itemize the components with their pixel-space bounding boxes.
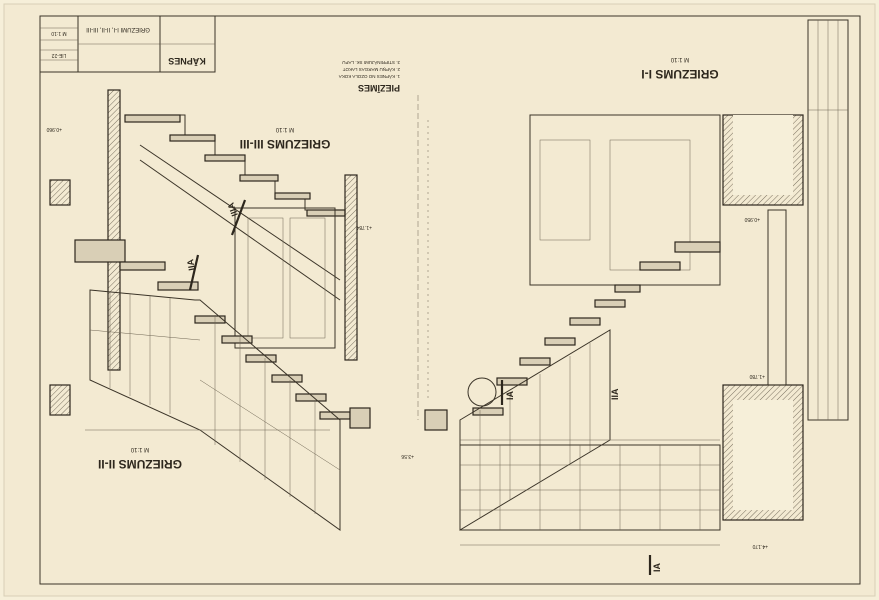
- detail-callout: [467, 377, 497, 407]
- notes-line: 3. STIPRINĀJUMI SK. LAPU: [342, 60, 400, 66]
- section-mark: IIIA: [226, 201, 240, 218]
- title-block-subtitle: GRIEZUMI I-I, II-II, III-III: [86, 26, 150, 32]
- section-mark: IA: [505, 390, 515, 400]
- section-ii-scale: M 1:10: [130, 446, 149, 452]
- level-mark: +0.960: [46, 126, 62, 132]
- level-mark: +1.780: [749, 373, 765, 379]
- notes-heading: PIEZĪMES: [358, 83, 400, 93]
- section-i-title: GRIEZUMS I-I: [641, 67, 718, 81]
- section-iii-stair: [107, 89, 358, 371]
- level-mark: +1.784: [356, 224, 372, 230]
- section-mark: IA: [652, 562, 662, 572]
- revision-block: [807, 19, 849, 421]
- level-mark: +4.170: [752, 543, 768, 549]
- title-block-title: KĀPNES: [168, 56, 206, 66]
- title-block-scale: M 1:10: [51, 30, 67, 36]
- section-ii-stair: [49, 179, 371, 531]
- level-mark: +3.56: [401, 453, 414, 459]
- title-block-sheet: LIE-22: [51, 52, 66, 58]
- frame-border: [39, 15, 861, 585]
- section-i-stair: [424, 114, 804, 531]
- section-i-scale: M 1:10: [670, 56, 689, 62]
- section-mark: IIA: [610, 388, 620, 400]
- section-iii-title: GRIEZUMS III-III: [240, 137, 331, 151]
- notes-line: 1. KĀPNES NO OZOLA KOKA: [339, 74, 400, 80]
- section-iii-scale: M 1:10: [275, 126, 294, 132]
- level-mark: +0.950: [744, 216, 760, 222]
- title-block: [39, 15, 216, 73]
- section-mark: IIA: [185, 258, 197, 272]
- notes-line: 2. KĀPŅU MARGAS LAKOT: [342, 67, 400, 73]
- section-ii-title: GRIEZUMS II-II: [98, 457, 182, 471]
